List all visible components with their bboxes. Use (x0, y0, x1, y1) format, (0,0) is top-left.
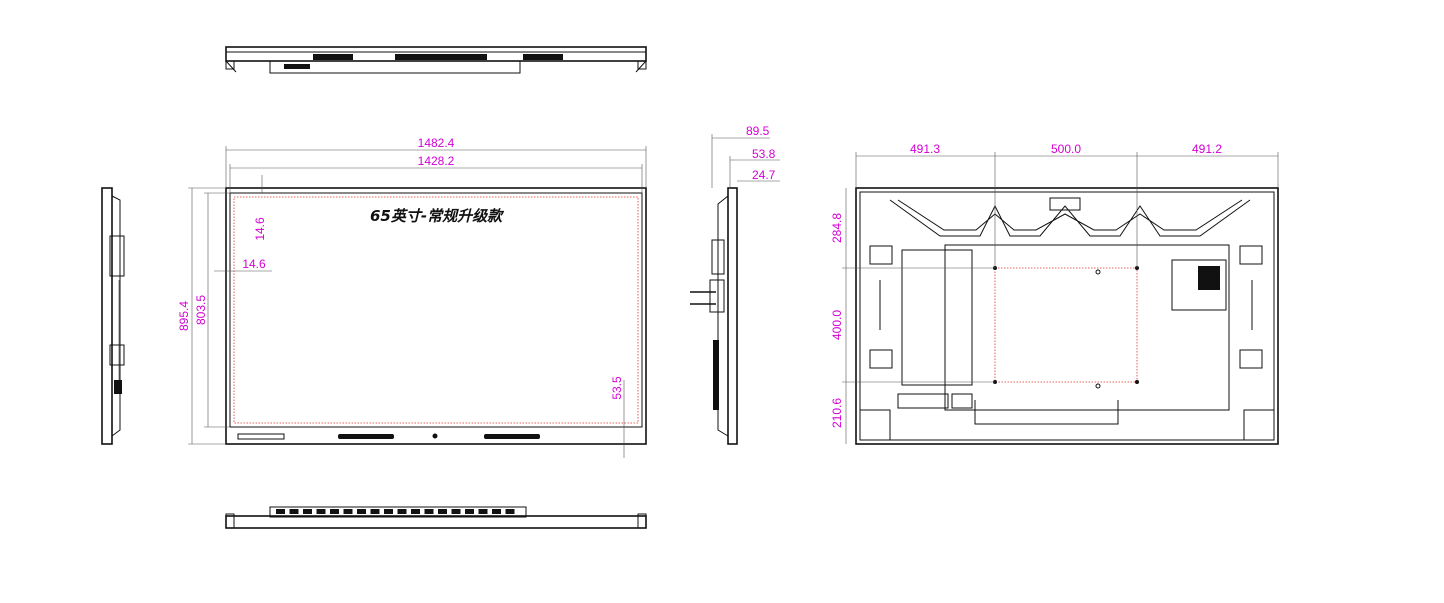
dim-top-border: 14.6 (253, 217, 267, 241)
dim-body-depth: 53.8 (752, 147, 776, 161)
port-slot (330, 509, 339, 514)
dim-rear-bottom-span: 210.6 (830, 398, 844, 428)
left-side-view (101, 187, 125, 445)
port-slot (370, 509, 380, 514)
dim-overall-height: 895.4 (177, 301, 191, 331)
dim-rear-left-span: 491.3 (910, 142, 940, 156)
port-slot (505, 509, 515, 514)
bottom-view (225, 506, 647, 529)
dim-overall-depth: 89.5 (746, 124, 770, 138)
port-slot (303, 509, 312, 514)
dim-rear-center-span: 500.0 (1051, 142, 1081, 156)
dim-bottom-border: 53.5 (610, 376, 624, 400)
top-view (225, 46, 647, 74)
dim-bezel-depth: 24.7 (752, 168, 776, 182)
port-slot (492, 509, 501, 514)
rear-view (842, 152, 1279, 445)
port-slot (384, 509, 393, 514)
front-view (188, 146, 647, 458)
port-slot (343, 509, 353, 514)
dim-rear-top-span: 284.8 (830, 213, 844, 243)
drawing-title: 65英寸-常规升级款 (370, 207, 505, 225)
dim-side-border: 14.6 (242, 257, 266, 271)
port-slot (289, 509, 299, 514)
dim-active-height: 803.5 (194, 295, 208, 325)
right-side-view (690, 134, 780, 445)
port-slot (451, 509, 461, 514)
port-slot (316, 509, 326, 514)
port-slot (424, 509, 434, 514)
dim-rear-right-span: 491.2 (1192, 142, 1222, 156)
speaker-left (338, 434, 394, 439)
port-slot (411, 509, 420, 514)
port-slot (397, 509, 407, 514)
speaker-right (484, 434, 540, 439)
port-slot (478, 509, 488, 514)
port-slot (357, 509, 366, 514)
port-slot (465, 509, 474, 514)
port-slot (438, 509, 447, 514)
port-slot (276, 509, 285, 514)
dim-overall-width: 1482.4 (418, 136, 455, 150)
dim-rear-mount-span: 400.0 (830, 310, 844, 340)
dim-active-width: 1428.2 (418, 154, 455, 168)
